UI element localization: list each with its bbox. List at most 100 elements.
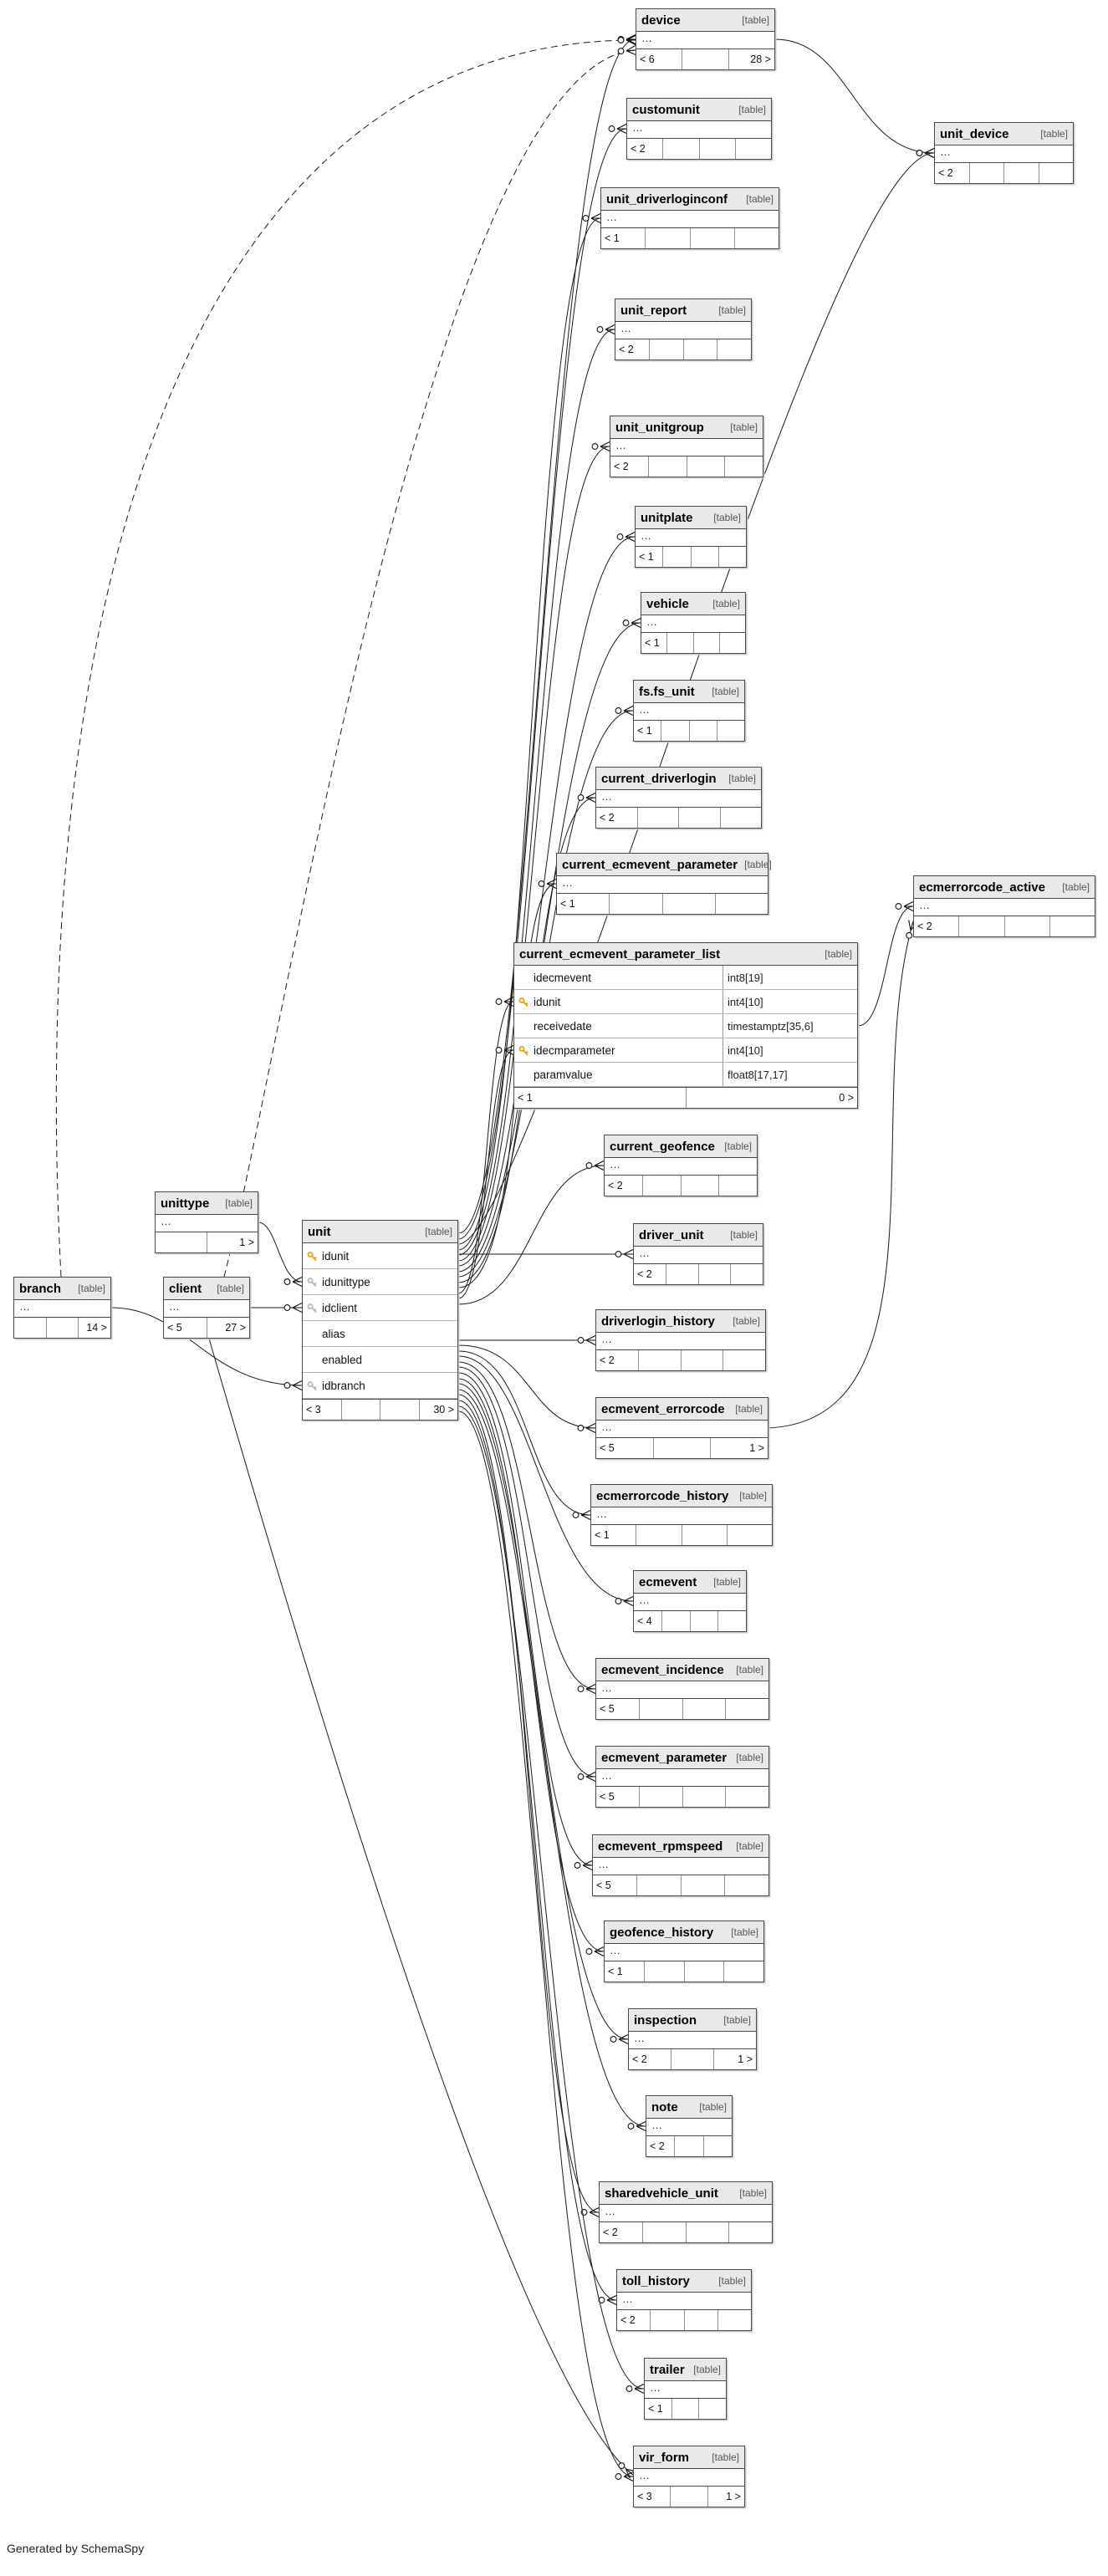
table-node-driver_unit[interactable]: driver_unit[table]…< 2: [633, 1223, 763, 1285]
table-header[interactable]: unit_device[table]: [935, 123, 1073, 145]
table-header[interactable]: trailer[table]: [645, 2359, 726, 2381]
table-node-unit_device[interactable]: unit_device[table]…< 2: [934, 122, 1074, 184]
footer-cell: < 1: [601, 228, 646, 248]
table-node-branch[interactable]: branch[table]…14 >: [13, 1277, 111, 1339]
table-node-current_geofence[interactable]: current_geofence[table]…< 2: [604, 1135, 758, 1196]
relationship-ecmevent_errorcode-ecmerrorcode_active: [766, 920, 918, 1429]
table-header[interactable]: current_ecmevent_parameter_list[table]: [514, 943, 857, 966]
table-node-ecmevent_parameter[interactable]: ecmevent_parameter[table]…< 5: [595, 1746, 769, 1808]
footer-cell: < 3: [303, 1400, 342, 1420]
table-name: inspection: [634, 2012, 697, 2028]
relationship-unit-ecmevent_incidence: [457, 1361, 596, 1694]
table-header[interactable]: note[table]: [646, 2096, 732, 2119]
table-header[interactable]: geofence_history[table]: [605, 1921, 763, 1944]
relationship-branch-device: [55, 35, 636, 1278]
table-header[interactable]: current_geofence[table]: [605, 1135, 757, 1158]
column-row-idunittype[interactable]: idunittype: [303, 1269, 457, 1295]
footer-cell: 30 >: [433, 1404, 454, 1416]
table-header[interactable]: ecmerrorcode_active[table]: [914, 876, 1095, 899]
table-header[interactable]: ecmevent_rpmspeed[table]: [593, 1835, 768, 1858]
table-node-note[interactable]: note[table]…< 2: [646, 2095, 733, 2157]
table-node-sharedvehicle_unit[interactable]: sharedvehicle_unit[table]…< 2: [599, 2181, 773, 2243]
column-row-idclient[interactable]: idclient: [303, 1295, 457, 1321]
column-row-enabled[interactable]: enabled: [303, 1347, 457, 1373]
table-header[interactable]: vir_form[table]: [634, 2446, 744, 2469]
table-node-current_ecmevent_parameter[interactable]: current_ecmevent_parameter[table]…< 1: [556, 853, 772, 915]
table-header[interactable]: client[table]: [164, 1278, 249, 1300]
table-header[interactable]: driverlogin_history[table]: [596, 1310, 765, 1333]
column-type: timestamptz[35,6]: [722, 1014, 853, 1038]
table-node-unit_unitgroup[interactable]: unit_unitgroup[table]…< 2: [610, 416, 763, 477]
footer-cell: [671, 2487, 708, 2507]
table-header[interactable]: unit_report[table]: [615, 299, 751, 322]
table-node-unit_report[interactable]: unit_report[table]…< 2: [615, 298, 752, 360]
table-name: vir_form: [639, 2450, 690, 2465]
table-node-fs_unit[interactable]: fs.fs_unit[table]…< 1: [633, 680, 745, 742]
table-header[interactable]: current_ecmevent_parameter[table]: [557, 854, 772, 876]
table-header[interactable]: driver_unit[table]: [634, 1224, 763, 1247]
table-header[interactable]: sharedvehicle_unit[table]: [600, 2182, 772, 2205]
table-footer: < 5: [596, 1698, 768, 1719]
table-header[interactable]: customunit[table]: [627, 99, 771, 121]
table-node-ecmevent_incidence[interactable]: ecmevent_incidence[table]…< 5: [595, 1658, 769, 1720]
hidden-columns-ellipsis: …: [615, 439, 626, 451]
table-node-unit_driverloginconf[interactable]: unit_driverloginconf[table]…< 1: [600, 187, 779, 249]
table-tag: [table]: [744, 859, 772, 870]
table-header[interactable]: ecmevent_errorcode[table]: [596, 1398, 768, 1421]
table-header[interactable]: current_driverlogin[table]: [596, 768, 761, 790]
table-header[interactable]: unit_driverloginconf[table]: [601, 188, 779, 211]
table-node-unittype[interactable]: unittype[table]…1 >: [155, 1191, 258, 1253]
table-node-ecmevent_rpmspeed[interactable]: ecmevent_rpmspeed[table]…< 5: [592, 1834, 769, 1896]
table-header[interactable]: inspection [table]: [629, 2009, 756, 2032]
footer-cell: < 1: [634, 721, 662, 741]
table-node-ecmerrorcode_active[interactable]: ecmerrorcode_active[table]…< 2: [913, 875, 1095, 937]
column-row-idbranch[interactable]: idbranch: [303, 1373, 457, 1399]
table-footer: 1 >: [156, 1232, 258, 1252]
table-header[interactable]: ecmevent_incidence[table]: [596, 1659, 768, 1681]
table-node-ecmevent[interactable]: ecmevent[table]…< 4: [633, 1570, 747, 1632]
table-header[interactable]: ecmevent[table]: [634, 1571, 746, 1594]
table-header[interactable]: fs.fs_unit[table]: [634, 681, 744, 703]
table-header[interactable]: branch[table]: [14, 1278, 110, 1300]
table-header[interactable]: ecmevent_parameter[table]: [596, 1747, 768, 1769]
table-header[interactable]: unit_unitgroup[table]: [610, 416, 763, 439]
table-node-ecmerrorcode_history[interactable]: ecmerrorcode_history[table]…< 1: [590, 1484, 773, 1546]
table-node-cepl[interactable]: current_ecmevent_parameter_list[table]id…: [513, 942, 858, 1109]
table-header[interactable]: device[table]: [636, 9, 774, 32]
table-node-vehicle[interactable]: vehicle[table]…< 1: [641, 592, 746, 654]
table-node-toll_history[interactable]: toll_history[table]…< 2: [616, 2269, 752, 2331]
table-node-unitplate[interactable]: unitplate[table]…< 1: [635, 506, 747, 568]
relationship-unit-vir_form: [457, 1410, 634, 2482]
table-node-trailer[interactable]: trailer[table]…< 1: [644, 2358, 727, 2420]
footer-cell: 27 >: [225, 1322, 246, 1334]
table-node-current_driverlogin[interactable]: current_driverlogin[table]…< 2: [595, 767, 762, 829]
footer-cell: [694, 633, 720, 653]
table-name: ecmevent_errorcode: [601, 1401, 725, 1416]
table-header[interactable]: ecmerrorcode_history[table]: [591, 1485, 772, 1507]
table-node-driverlogin_history[interactable]: driverlogin_history[table]…< 2: [595, 1309, 766, 1371]
hidden-columns-ellipsis: …: [169, 1300, 180, 1313]
column-name: idunit: [534, 995, 561, 1008]
table-header[interactable]: toll_history[table]: [617, 2270, 751, 2293]
table-header[interactable]: unitplate[table]: [636, 507, 746, 529]
table-node-geofence_history[interactable]: geofence_history[table]…< 1: [604, 1921, 764, 1982]
footer-cell: [691, 228, 735, 248]
table-node-customunit[interactable]: customunit[table]…< 2: [626, 98, 772, 160]
column-row-alias[interactable]: alias: [303, 1321, 457, 1347]
table-header[interactable]: unit[table]: [303, 1221, 457, 1243]
table-header[interactable]: vehicle[table]: [641, 593, 745, 615]
column-row-idunit[interactable]: idunit: [303, 1243, 457, 1269]
table-tag: [table]: [723, 2014, 751, 2026]
table-header[interactable]: unittype[table]: [156, 1192, 258, 1215]
